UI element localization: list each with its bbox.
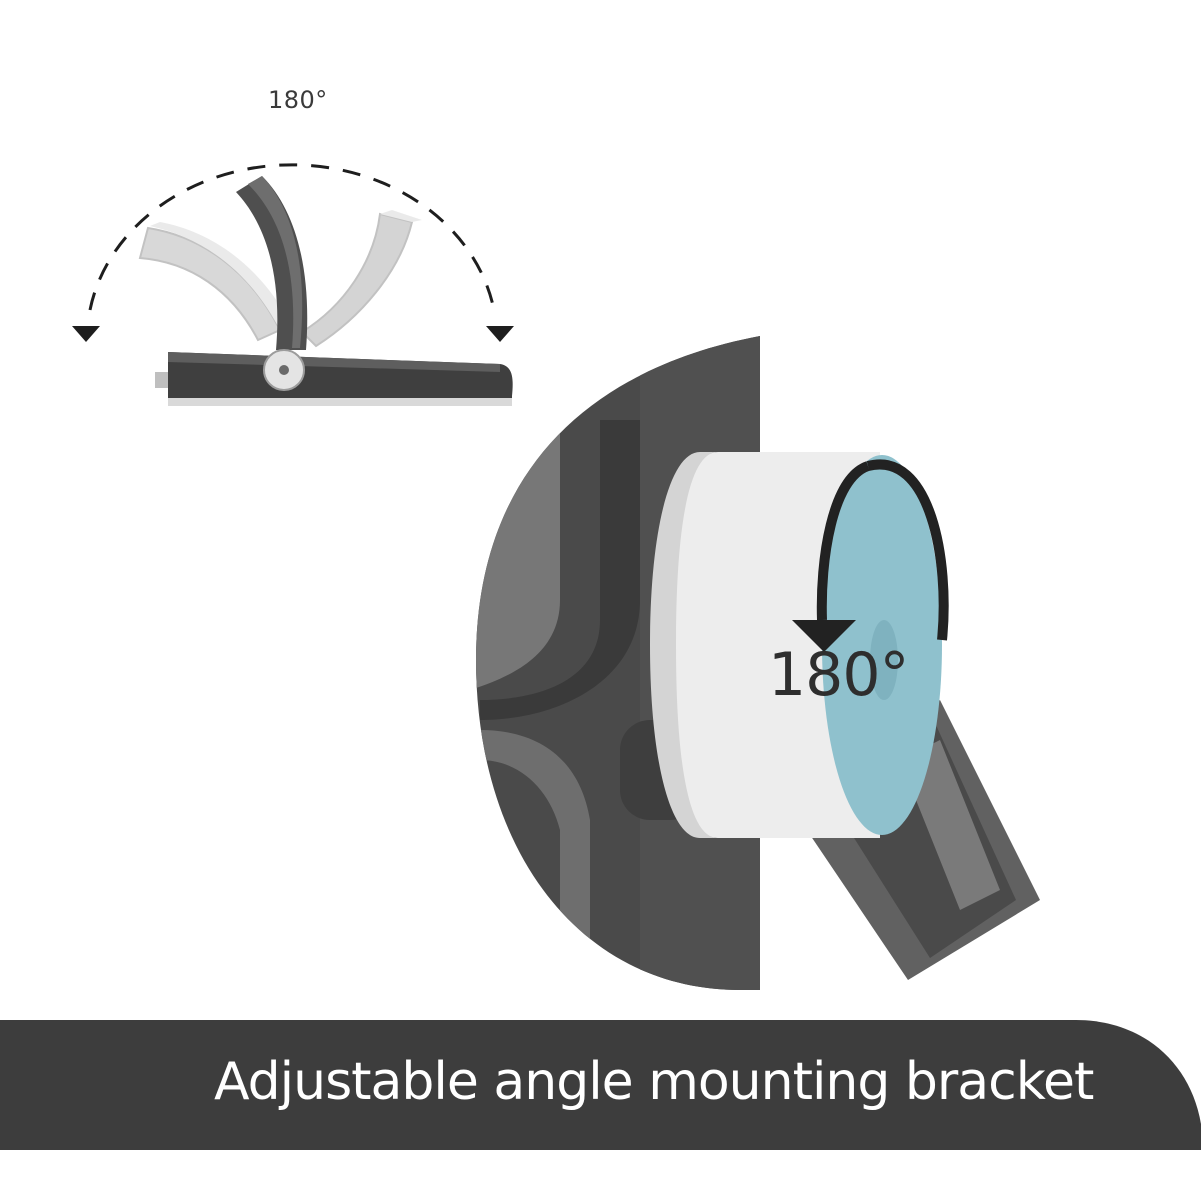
caption-banner bbox=[0, 1020, 1201, 1150]
large-angle-label: 180° bbox=[768, 640, 910, 710]
hinge-zoom-detail bbox=[476, 336, 1040, 990]
small-rotation-diagram bbox=[72, 163, 514, 406]
caption-text: Adjustable angle mounting bracket bbox=[214, 1052, 1094, 1112]
left-down-arrow-icon bbox=[72, 326, 100, 342]
rotation-arrow-icon bbox=[866, 459, 949, 641]
ghost-bracket-right bbox=[300, 210, 422, 348]
down-arrow-icon bbox=[792, 620, 856, 652]
bracket-upright bbox=[236, 176, 308, 350]
light-housing bbox=[155, 352, 513, 406]
rotation-arc-dashed bbox=[88, 163, 496, 311]
right-down-arrow-icon bbox=[486, 326, 514, 342]
small-angle-label: 180° bbox=[268, 86, 328, 114]
